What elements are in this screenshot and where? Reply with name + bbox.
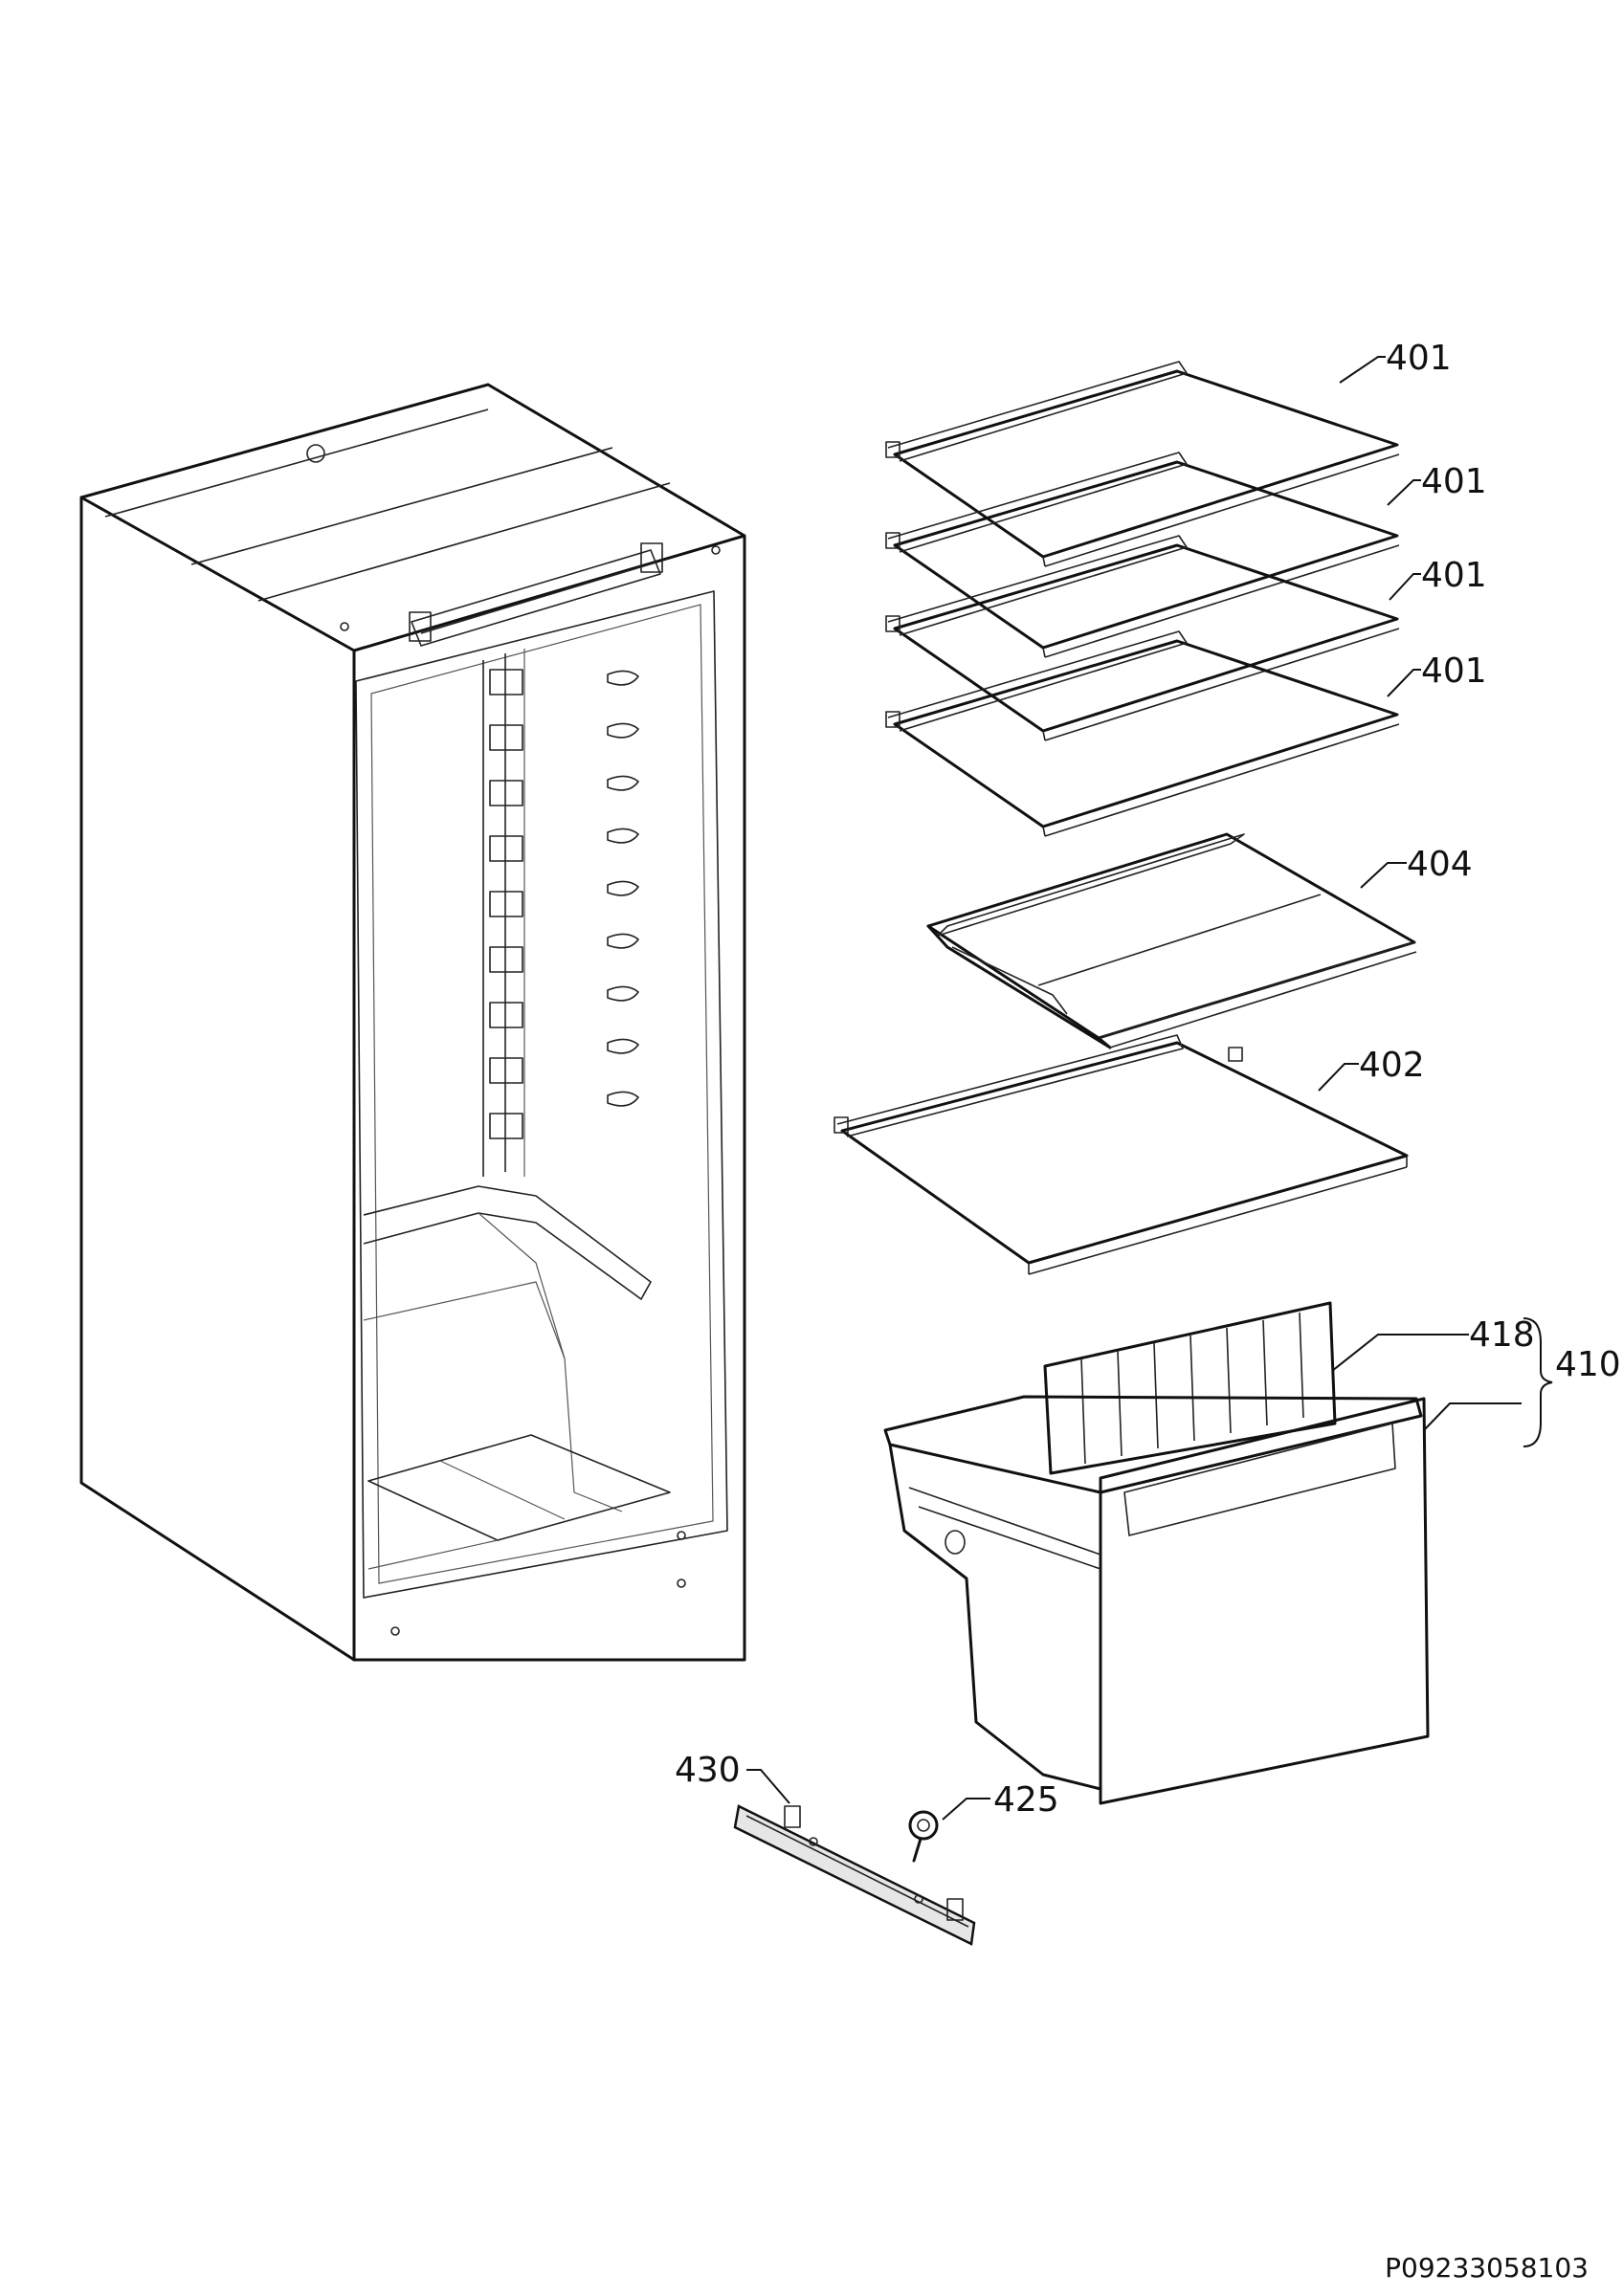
cover-rib [1226,1327,1232,1434]
label-shelf-4: 401 [1421,651,1487,691]
rack-notch [607,722,639,739]
shelf-front-edge [1044,723,1400,837]
glass-shelf [885,630,1400,837]
shelf-rear-trim [887,630,1188,732]
rack-slot [489,724,523,751]
rack-slot [489,891,523,917]
rack-slots-right [607,670,639,1107]
label-knob: 425 [993,1780,1059,1820]
rack-slot [489,1113,523,1139]
cover-rib [1080,1358,1086,1465]
crisper-drawer-410 [883,1301,1430,1805]
label-split-shelf: 404 [1407,845,1473,884]
shelf-edge [1042,826,1046,837]
shelf-supports-left [482,649,525,1177]
rack-notch [607,828,639,844]
shelf-front-edge [1044,544,1400,658]
rack-notch [607,670,639,686]
glass-shelves-401 [885,361,1400,837]
rack-slot [489,780,523,806]
cover-ribs [1080,1312,1304,1465]
rack-notch [607,1038,639,1054]
glass-shelf [885,452,1400,658]
cover-rib [1117,1350,1123,1457]
cabinet [79,383,746,1662]
shelf-clip [885,532,900,549]
shelf-rear-trim [887,535,1188,636]
shelf-edge [1042,556,1046,567]
leader-lines [746,356,1553,1821]
shelf-rear-trim [887,452,1188,553]
shelf-glass [893,639,1399,828]
rack-slot [489,835,523,862]
cover-rib [1189,1335,1195,1442]
rack-slot [489,1057,523,1084]
shelf-clip [885,615,900,632]
label-shelf-1: 401 [1386,339,1452,378]
cover-rib [1299,1312,1304,1419]
shelf-front-edge [1044,628,1400,741]
rack-slot [489,669,523,695]
rack-notch [607,985,639,1002]
rack-slot [489,1002,523,1028]
drawing-code: P09233058103 [1385,2252,1589,2284]
shelf-glass [893,543,1399,733]
label-drawer-cover: 418 [1469,1315,1535,1355]
knob-425 [908,1810,939,1863]
rack-notch [607,880,639,896]
label-drawer-group: 410 [1555,1345,1621,1384]
shelf-clip [885,441,900,458]
label-shelf-2: 401 [1421,462,1487,501]
shelf-clip [885,711,900,728]
glass-shelf [885,535,1400,741]
split-shelf-404 [926,832,1417,1049]
shelf-edge [1042,647,1046,658]
shelf-front-edge [1044,453,1400,567]
cover-rib [1262,1319,1268,1426]
rack-notch [607,775,639,791]
shelf-rear-trim [887,361,1188,462]
label-shelf-3: 401 [1421,556,1487,595]
rack-slot [489,946,523,973]
rack-notch [607,933,639,949]
rack-notch [607,1091,639,1107]
cover-rib [1153,1342,1159,1449]
runner-430 [733,1804,976,1946]
lower-shelf-402 [834,1034,1409,1275]
label-runner: 430 [675,1751,741,1790]
label-lower-shelf: 402 [1359,1046,1425,1085]
shelf-glass [893,369,1399,559]
shelf-glass [893,460,1399,650]
rack-slots-left [489,669,523,1139]
shelf-edge [1042,730,1046,741]
